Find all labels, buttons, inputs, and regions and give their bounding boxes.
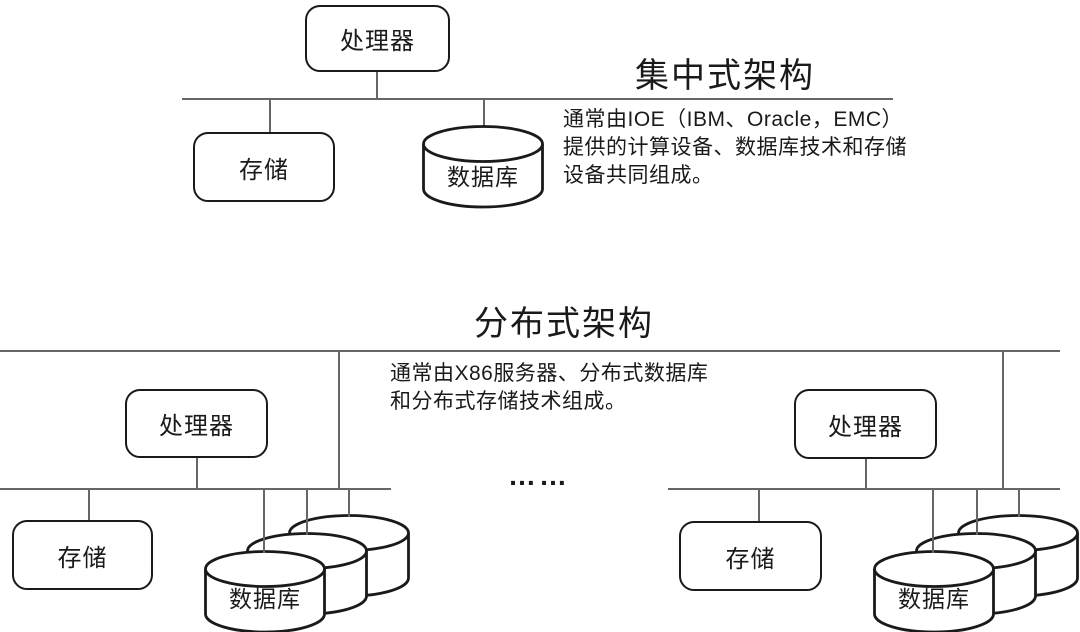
centralized-title: 集中式架构 <box>635 57 815 95</box>
description-line: 和分布式存储技术组成。 <box>390 390 627 413</box>
processor-label: 处理器 <box>828 413 903 441</box>
centralized-bus-line <box>182 98 893 100</box>
distributed-description: 通常由X86服务器、分布式数据库 和分布式存储技术组成。 <box>390 360 760 416</box>
connector-line <box>932 490 934 553</box>
connector-line <box>376 71 378 99</box>
centralized-processor-box: 处理器 <box>305 5 450 72</box>
database-cylinder-icon <box>422 125 544 209</box>
distributed-title: 分布式架构 <box>474 305 654 343</box>
trunk-line <box>1002 352 1004 489</box>
connector-line <box>269 100 271 133</box>
connector-line <box>263 490 265 553</box>
connector-line <box>976 490 978 535</box>
database-label: 数据库 <box>229 586 301 612</box>
connector-line <box>348 490 350 517</box>
database-cylinder-icon <box>204 550 326 632</box>
database-label: 数据库 <box>898 586 970 612</box>
centralized-storage-box: 存储 <box>193 132 335 202</box>
connector-line <box>196 457 198 489</box>
description-line: 通常由IOE（IBM、Oracle，EMC） <box>563 108 904 131</box>
cluster-bus-line <box>668 488 1060 490</box>
connector-line <box>88 490 90 521</box>
connector-line <box>483 100 485 126</box>
cluster2-storage-box: 存储 <box>679 521 822 591</box>
processor-label: 处理器 <box>159 413 234 440</box>
description-line: 设备共同组成。 <box>563 164 714 187</box>
distributed-main-bus-line <box>0 350 1060 352</box>
cluster1-storage-box: 存储 <box>12 520 153 590</box>
storage-label: 存储 <box>725 545 776 573</box>
description-line: 通常由X86服务器、分布式数据库 <box>390 362 709 385</box>
connector-line <box>306 490 308 535</box>
cluster1-processor-box: 处理器 <box>125 389 268 458</box>
database-label: 数据库 <box>447 164 519 190</box>
trunk-line <box>338 352 340 489</box>
connector-line <box>1018 490 1020 517</box>
centralized-description: 通常由IOE（IBM、Oracle，EMC） 提供的计算设备、数据库技术和存储 … <box>563 106 923 190</box>
ellipsis-text: …… <box>508 460 570 491</box>
cluster-bus-line <box>0 488 391 490</box>
connector-line <box>865 458 867 490</box>
processor-label: 处理器 <box>340 28 415 55</box>
database-cylinder-icon <box>873 550 995 632</box>
connector-line <box>758 490 760 522</box>
description-line: 提供的计算设备、数据库技术和存储 <box>563 136 907 159</box>
cluster2-processor-box: 处理器 <box>794 389 937 459</box>
storage-label: 存储 <box>239 156 289 184</box>
storage-label: 存储 <box>57 544 108 572</box>
